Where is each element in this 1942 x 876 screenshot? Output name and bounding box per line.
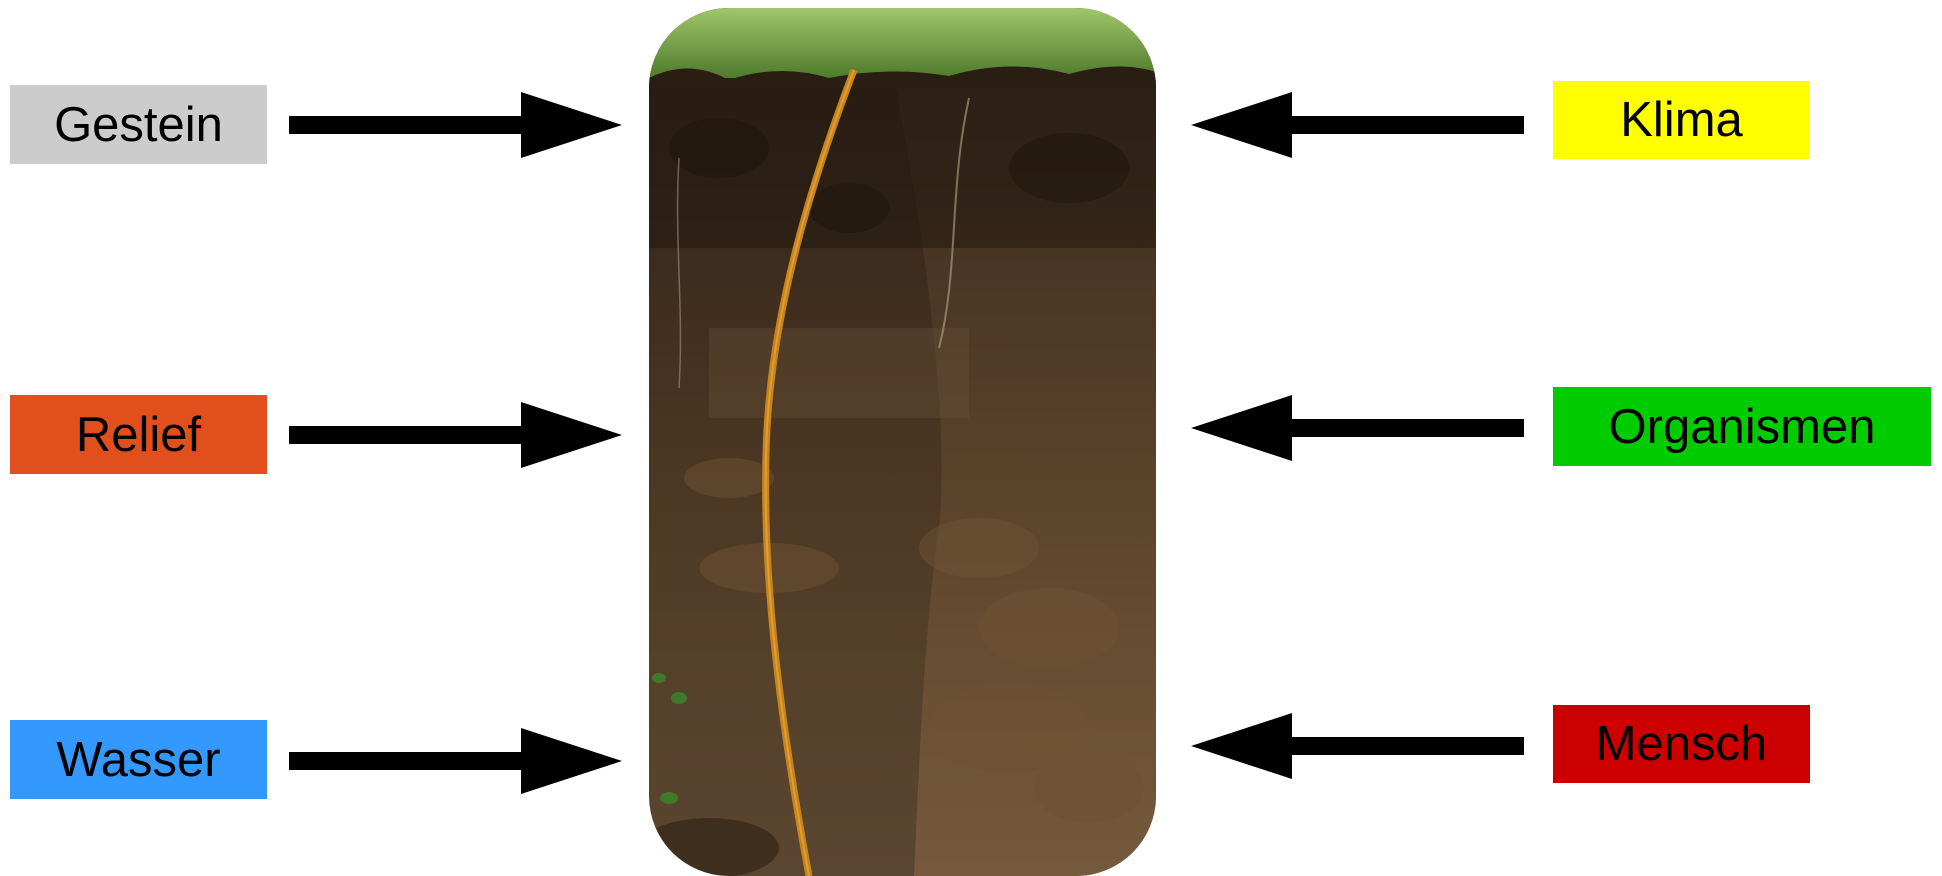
factor-relief: Relief	[10, 395, 267, 474]
factor-mensch-label: Mensch	[1596, 716, 1768, 772]
arrow-mensch	[1189, 711, 1524, 781]
arrow-gestein	[289, 90, 624, 160]
factor-klima-label: Klima	[1620, 92, 1743, 148]
factor-gestein-label: Gestein	[54, 97, 223, 153]
factor-organismen-label: Organismen	[1609, 399, 1876, 455]
factor-gestein: Gestein	[10, 85, 267, 164]
factor-organismen: Organismen	[1553, 387, 1931, 466]
arrow-wasser	[289, 726, 624, 796]
soil-profile-image	[649, 8, 1156, 876]
arrow-relief	[289, 400, 624, 470]
arrow-klima	[1189, 90, 1524, 160]
factor-wasser: Wasser	[10, 720, 267, 799]
factor-mensch: Mensch	[1553, 705, 1810, 783]
factor-wasser-label: Wasser	[56, 732, 220, 788]
factor-klima: Klima	[1553, 81, 1810, 159]
arrow-organismen	[1189, 393, 1524, 463]
factor-relief-label: Relief	[76, 407, 201, 463]
